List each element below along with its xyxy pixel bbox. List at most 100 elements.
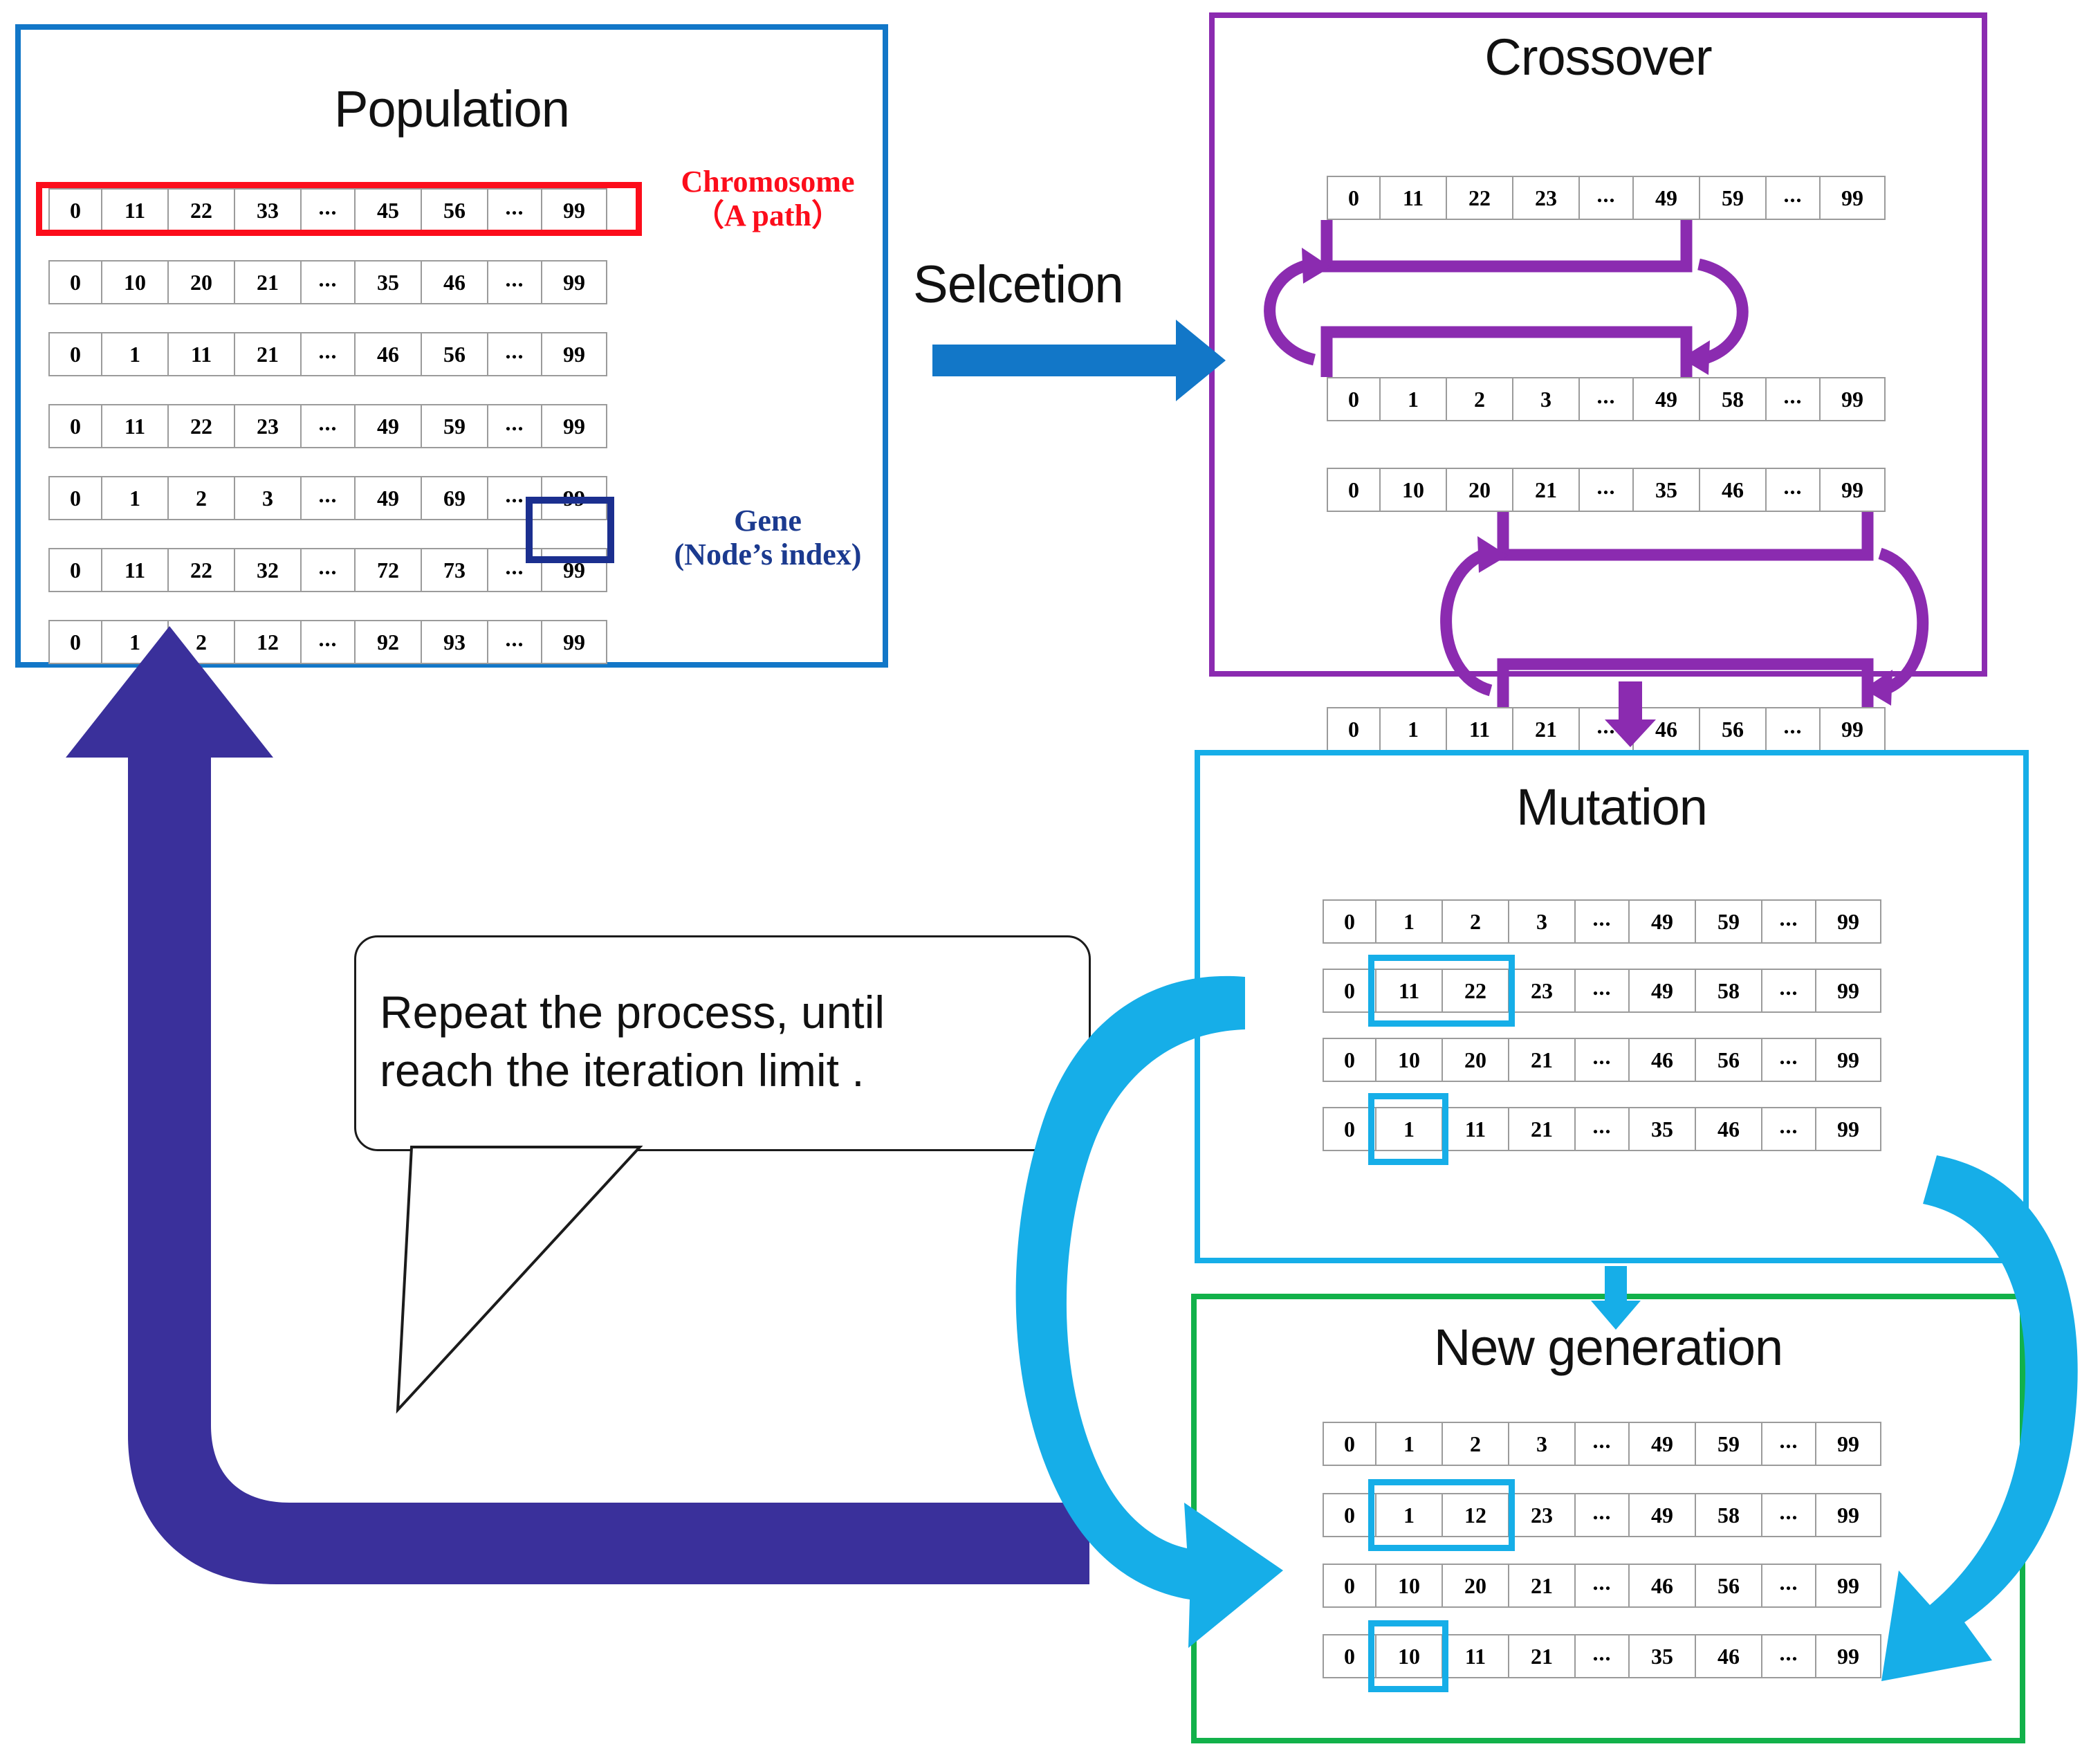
- gene-cell: 22: [167, 404, 234, 448]
- gene-cell: 11: [167, 332, 234, 376]
- gene-cell: 49: [1632, 377, 1699, 421]
- gene-cell: 56: [421, 332, 487, 376]
- gene-cell: 35: [1632, 468, 1699, 512]
- gene-cell: ...: [1761, 1422, 1815, 1466]
- gene-cell: 45: [354, 188, 421, 232]
- gene-cell: 21: [1508, 1564, 1574, 1608]
- gene-cell: ...: [1761, 969, 1815, 1013]
- gene-cell: 0: [48, 548, 101, 592]
- gene-cell: 99: [1815, 1564, 1881, 1608]
- gene-cell: 0: [1327, 707, 1379, 751]
- gene-cell: 22: [167, 188, 234, 232]
- gene-cell: 10: [101, 260, 167, 304]
- gene-cell: 0: [1323, 969, 1375, 1013]
- gene-cell: 99: [541, 332, 607, 376]
- gene-cell: 3: [234, 476, 300, 520]
- gene-cell: 49: [1628, 1493, 1695, 1537]
- gene-cell: 20: [1442, 1038, 1508, 1082]
- gene-cell: 69: [421, 476, 487, 520]
- gene-cell: 49: [354, 476, 421, 520]
- gene-cell: ...: [1761, 899, 1815, 944]
- gene-cell: 10: [1379, 468, 1446, 512]
- gene-cell: 11: [101, 188, 167, 232]
- gene-cell: 93: [421, 620, 487, 664]
- gene-cell: 99: [1815, 1422, 1881, 1466]
- gene-cell: 49: [1628, 969, 1695, 1013]
- gene-cell: 49: [1632, 176, 1699, 220]
- note-bubble-tail: [396, 1146, 643, 1414]
- gene-cell: ...: [300, 620, 354, 664]
- gene-cell: ...: [487, 548, 541, 592]
- gene-cell: 23: [1508, 1493, 1574, 1537]
- gene-cell: 99: [1815, 1038, 1881, 1082]
- selection-label: Selcetion: [913, 255, 1124, 314]
- gene-cell: 1: [101, 620, 167, 664]
- gene-cell: 0: [48, 476, 101, 520]
- new-generation-title: New generation: [1433, 1319, 1783, 1376]
- gene-cell: ...: [300, 260, 354, 304]
- gene-cell: 20: [1446, 468, 1512, 512]
- gene-cell: ...: [1761, 1634, 1815, 1678]
- gene-cell: 35: [1628, 1634, 1695, 1678]
- gene-cell: 99: [541, 260, 607, 304]
- gene-cell: 11: [1379, 176, 1446, 220]
- gene-cell: 11: [1446, 707, 1512, 751]
- gene-cell: 21: [1512, 468, 1578, 512]
- gene-cell: ...: [487, 476, 541, 520]
- gene-cell: 2: [167, 476, 234, 520]
- gene-cell: 0: [1323, 1493, 1375, 1537]
- gene-cell: 92: [354, 620, 421, 664]
- gene-cell: 59: [421, 404, 487, 448]
- gene-cell: 11: [1442, 1634, 1508, 1678]
- gene-cell: 73: [421, 548, 487, 592]
- gene-cell: 0: [1323, 899, 1375, 944]
- gene-cell: 72: [354, 548, 421, 592]
- gene-cell: 0: [48, 260, 101, 304]
- gene-cell: 11: [101, 404, 167, 448]
- gene-cell: 58: [1699, 377, 1765, 421]
- gene-cell: 58: [1695, 969, 1761, 1013]
- gene-cell: 1: [1375, 899, 1442, 944]
- gene-cell: 99: [1815, 1107, 1881, 1151]
- gene-cell: 59: [1695, 1422, 1761, 1466]
- gene-cell: ...: [487, 332, 541, 376]
- gene-cell: ...: [1574, 969, 1628, 1013]
- gene-cell: 99: [541, 188, 607, 232]
- gene-cell: 1: [1375, 1493, 1442, 1537]
- gene-cell: 0: [48, 332, 101, 376]
- gene-cell: ...: [1761, 1107, 1815, 1151]
- gene-cell: 99: [541, 548, 607, 592]
- note-line-2: reach the iteration limit .: [380, 1045, 865, 1096]
- gene-cell: ...: [1578, 468, 1632, 512]
- crossover-title: Crossover: [1484, 28, 1712, 86]
- gene-cell: 0: [48, 404, 101, 448]
- gene-cell: 0: [1323, 1422, 1375, 1466]
- gene-cell: ...: [300, 188, 354, 232]
- gene-label-line1: Gene: [734, 504, 802, 538]
- gene-cell: ...: [1578, 176, 1632, 220]
- gene-cell: 58: [1695, 1493, 1761, 1537]
- gene-cell: ...: [300, 548, 354, 592]
- gene-cell: 56: [421, 188, 487, 232]
- gene-cell: 56: [1695, 1564, 1761, 1608]
- gene-cell: 20: [1442, 1564, 1508, 1608]
- gene-cell: 99: [1815, 969, 1881, 1013]
- gene-cell: 22: [1442, 969, 1508, 1013]
- gene-cell: 21: [1508, 1107, 1574, 1151]
- gene-cell: 99: [1815, 1493, 1881, 1537]
- gene-cell: ...: [1761, 1564, 1815, 1608]
- gene-cell: 99: [541, 476, 607, 520]
- gene-cell: 0: [48, 188, 101, 232]
- gene-cell: 0: [1323, 1107, 1375, 1151]
